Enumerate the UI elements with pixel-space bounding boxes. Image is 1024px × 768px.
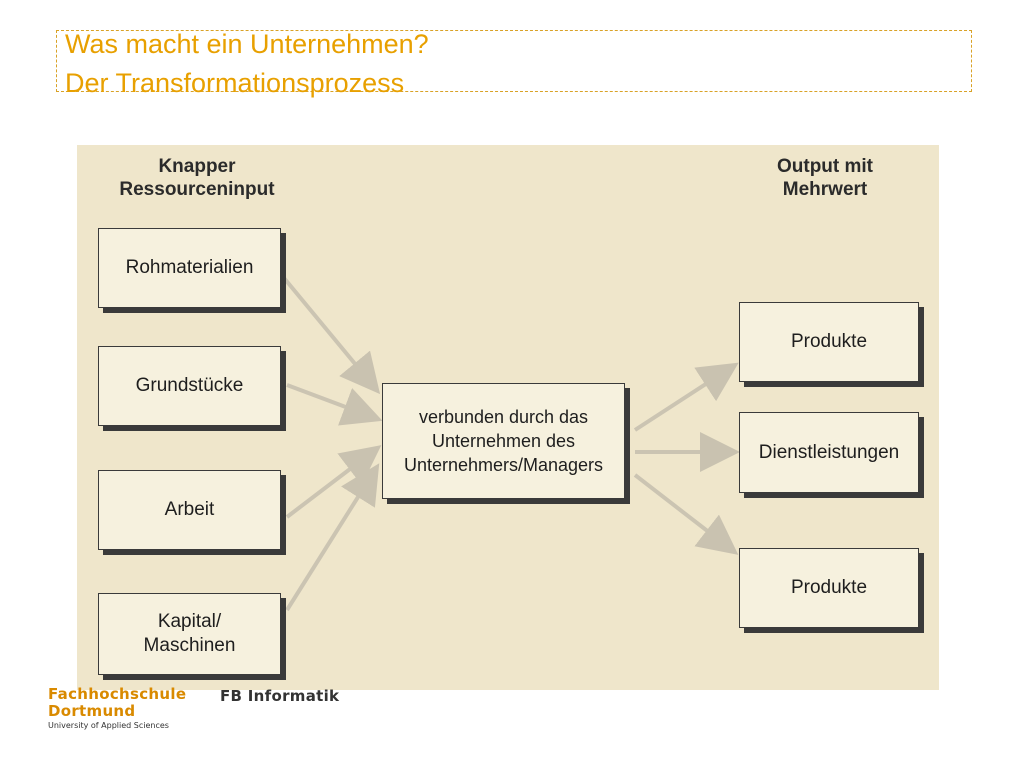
- arrow-input-3: [285, 445, 382, 519]
- school-name-line1: Fachhochschule: [48, 685, 187, 703]
- department-label: FB Informatik: [220, 687, 340, 705]
- arrow-input-1: [282, 276, 381, 395]
- arrow-input-2: [286, 383, 383, 426]
- center-box: verbunden durch das Unternehmen des Unte…: [382, 383, 625, 499]
- slide-subtitle: Der Transformationsprozess: [65, 68, 405, 98]
- input-box-grundstuecke: Grundstücke: [98, 346, 281, 426]
- title-box: Was macht ein Unternehmen? Der Transform…: [56, 29, 972, 97]
- school-name-line2: Dortmund: [48, 702, 136, 720]
- input-header: Knapper Ressourceninput: [119, 156, 275, 200]
- output-box-produkte-2: Produkte: [739, 548, 919, 628]
- arrow-input-4: [285, 463, 380, 612]
- diagram-arrows: [282, 276, 740, 612]
- school-name-line3: University of Applied Sciences: [48, 721, 169, 730]
- transformation-diagram: Knapper Ressourceninput Output mit Mehrw…: [77, 145, 939, 690]
- slide-title: Was macht ein Unternehmen?: [65, 29, 429, 59]
- input-box-arbeit: Arbeit: [98, 470, 281, 550]
- output-box-produkte-1: Produkte: [739, 302, 919, 382]
- input-box-kapital: Kapital/ Maschinen: [98, 593, 281, 675]
- school-logo: Fachhochschule Dortmund University of Ap…: [48, 686, 186, 732]
- arrow-output-1: [633, 362, 739, 432]
- arrow-output-3: [633, 473, 739, 555]
- output-box-dienstleistungen: Dienstleistungen: [739, 412, 919, 493]
- output-header: Output mit Mehrwert: [776, 156, 874, 200]
- input-box-rohmaterialien: Rohmaterialien: [98, 228, 281, 308]
